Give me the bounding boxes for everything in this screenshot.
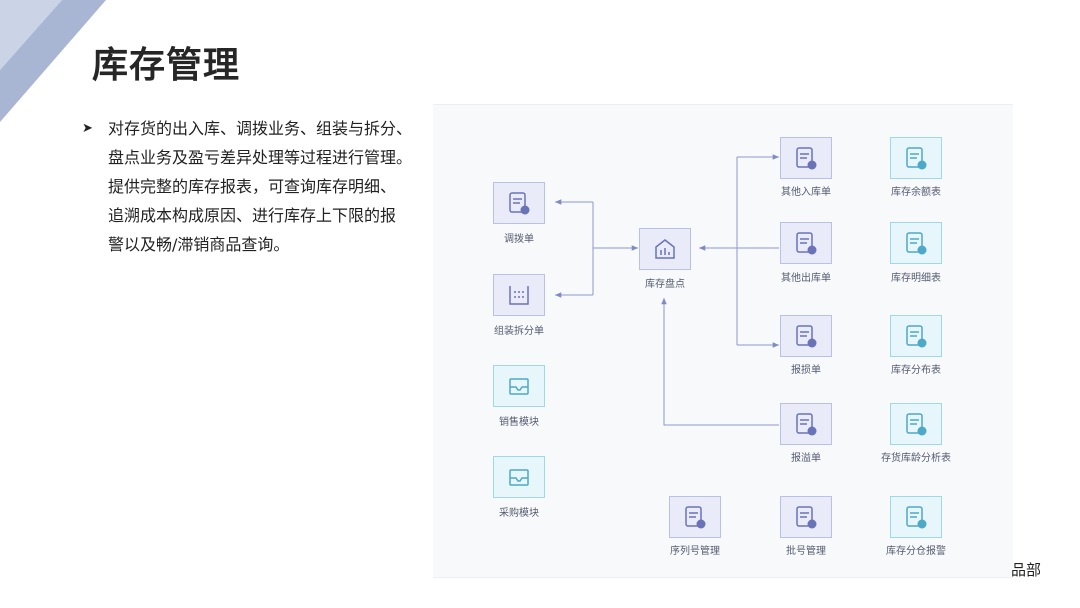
report-icon [906,325,927,348]
doc-out-icon [796,232,817,255]
purchase-module-label: 采购模块 [499,508,539,519]
distribution-report-node[interactable] [890,315,942,357]
warehouse-icon [655,239,675,259]
description-block: ➤ 对存货的出入库、调拨业务、组装与拆分、 盘点业务及盈亏差异处理等过程进行管理… [82,114,412,259]
assembly-order-node[interactable] [493,274,545,316]
footer-text: 品部 [1011,561,1042,579]
stocktake-node[interactable] [639,228,691,270]
inbox-icon [509,469,529,486]
overflow-report-label: 报溢单 [791,453,821,464]
diagram-connectors [555,154,779,426]
doc-check-icon [685,506,706,529]
distribution-report-label: 库存分布表 [891,365,941,376]
other-inbound-node[interactable] [780,137,832,179]
batch-management-node[interactable] [780,496,832,538]
description-line: 追溯成本构成原因、进行库存上下限的报 [108,206,397,225]
balance-report-label: 库存余额表 [891,187,941,198]
sales-module-label: 销售模块 [499,417,539,428]
assembly-icon [509,286,529,305]
balance-report-node[interactable] [890,137,942,179]
detail-report-node[interactable] [890,222,942,264]
page-title: 库存管理 [92,45,241,86]
transfer-order-node[interactable] [493,182,545,224]
doc-edit-icon [509,192,530,215]
warehouse-alert-report-node[interactable] [890,496,942,538]
age-analysis-report-node[interactable] [890,403,942,445]
loss-report-label: 报损单 [791,365,821,376]
bullet-arrow-icon: ➤ [82,121,93,136]
batch-management-label: 批号管理 [786,546,826,557]
report-icon [906,232,927,255]
serial-management-label: 序列号管理 [670,546,720,557]
purchase-module-node[interactable] [493,456,545,498]
inventory-diagram: 调拨单 组装拆分单 销售模块 采购模块 库存盘点 其他入库单 其他出库单 报损单… [433,104,1013,578]
report-alert-icon [906,506,927,529]
doc-overflow-icon [796,413,817,436]
description-line: 盘点业务及盈亏差异处理等过程进行管理。 [108,148,413,167]
sales-module-node[interactable] [493,365,545,407]
serial-management-node[interactable] [669,496,721,538]
description-line: 警以及畅/滞销商品查询。 [108,235,290,254]
doc-loss-icon [796,325,817,348]
doc-check-icon [796,506,817,529]
overflow-report-node[interactable] [780,403,832,445]
loss-report-node[interactable] [780,315,832,357]
stocktake-label: 库存盘点 [645,279,685,290]
assembly-order-label: 组装拆分单 [494,326,544,337]
description-line: 提供完整的库存报表，可查询库存明细、 [108,177,397,196]
description-line: 对存货的出入库、调拨业务、组装与拆分、 [108,119,413,138]
transfer-order-label: 调拨单 [504,234,534,245]
detail-report-label: 库存明细表 [891,273,941,284]
corner-decoration [0,0,106,122]
warehouse-alert-report-label: 库存分仓报警 [886,546,946,557]
report-chart-icon [906,413,927,436]
other-inbound-label: 其他入库单 [781,187,831,198]
other-outbound-node[interactable] [780,222,832,264]
description-text: 对存货的出入库、调拨业务、组装与拆分、 盘点业务及盈亏差异处理等过程进行管理。 … [108,114,412,259]
other-outbound-label: 其他出库单 [781,273,831,284]
age-analysis-report-label: 存货库龄分析表 [881,453,951,464]
doc-in-icon [796,147,817,170]
inbox-icon [509,378,529,395]
report-icon [906,147,927,170]
